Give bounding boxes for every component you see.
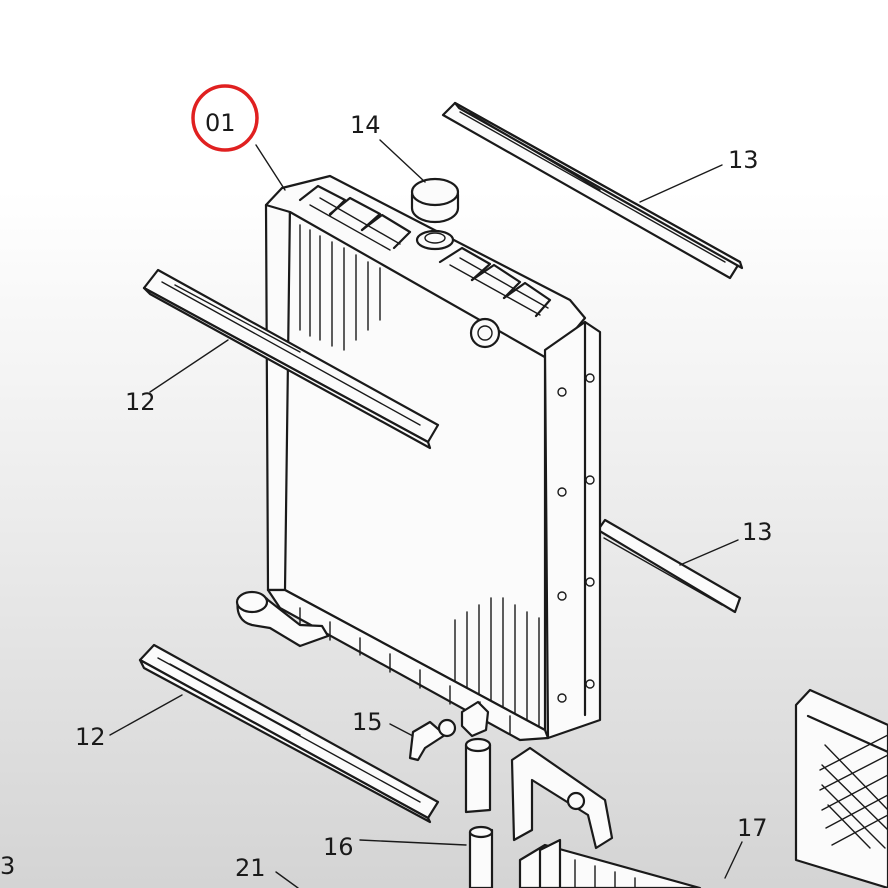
callout-15[interactable]: 15: [352, 708, 383, 736]
bent-hose: [510, 746, 614, 850]
fan-shroud-grille: [794, 688, 888, 888]
foam-bar-13-top: [441, 101, 744, 280]
drain-cock: [408, 700, 490, 762]
callout-labels: 01 14 13 12 13 12 15 16 17 21 3: [0, 109, 773, 882]
leader-lines: [109, 139, 743, 888]
callout-17[interactable]: 17: [737, 814, 768, 842]
side-tank-bolt-holes: [557, 373, 595, 703]
callout-12-top[interactable]: 12: [125, 388, 156, 416]
core-fins-bottom: [454, 597, 540, 731]
lower-hoses: [464, 737, 494, 888]
callout-21[interactable]: 21: [235, 854, 266, 882]
radiator-cap: [410, 177, 460, 251]
callout-16[interactable]: 16: [323, 833, 354, 861]
callout-12-bottom[interactable]: 12: [75, 723, 106, 751]
callout-13-top[interactable]: 13: [728, 146, 759, 174]
callout-14[interactable]: 14: [350, 111, 381, 139]
radiator-core: [264, 174, 602, 742]
callout-3-edge[interactable]: 3: [0, 852, 15, 880]
callout-01[interactable]: 01: [205, 109, 236, 137]
foam-bar-12-top: [142, 268, 440, 450]
top-tank-fins: [298, 184, 552, 318]
callout-13-middle[interactable]: 13: [742, 518, 773, 546]
lower-bracket-assembly: [518, 838, 702, 888]
foam-bar-12-bottom: [138, 643, 440, 824]
grille-mesh: [819, 734, 888, 849]
lower-inlet-pipe: [235, 590, 330, 648]
foam-bar-13-middle: [596, 518, 742, 614]
highlight-circle: [191, 84, 259, 152]
core-fins-top: [299, 224, 381, 351]
